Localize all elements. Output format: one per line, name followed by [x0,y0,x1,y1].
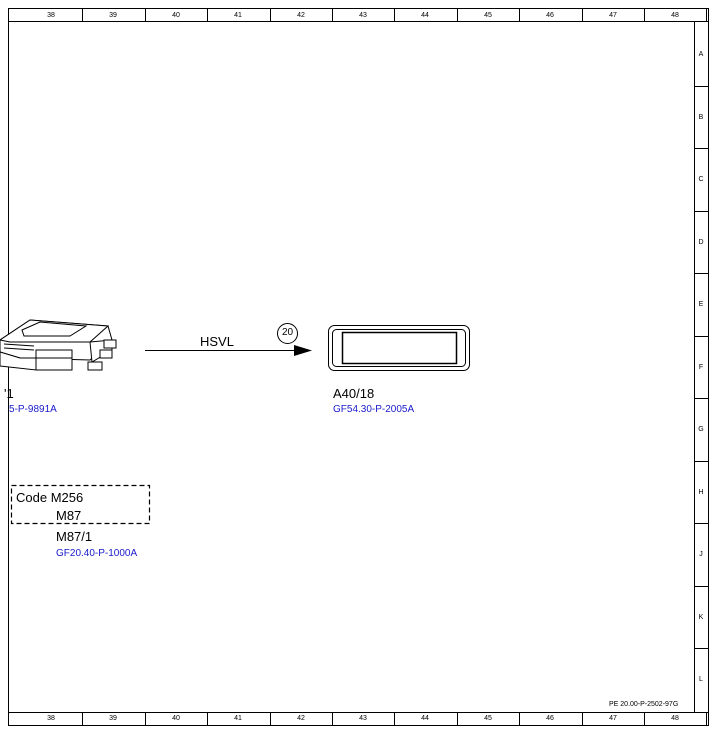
row-label: H [698,489,704,496]
row-label: A [698,51,704,58]
column-label: 48 [671,715,679,722]
column-label: 47 [609,715,617,722]
column-label: 46 [546,715,554,722]
drawing-number: PE 20.00-P-2502-97G [609,701,679,708]
column-label: 38 [47,12,55,19]
column-label: 38 [47,715,55,722]
row-label: B [698,114,704,121]
code-label: Code M256 [16,490,84,505]
row-label: E [698,301,704,308]
column-label: 43 [359,715,367,722]
row-label: F [698,364,704,371]
column-label: 44 [421,715,429,722]
column-label: 41 [234,715,242,722]
column-label: 48 [671,12,679,19]
motor-ref-link[interactable]: GF20.40-P-1000A [56,548,138,559]
column-label: 40 [172,12,180,19]
column-label: 45 [484,715,492,722]
right-component-name: A40/18 [333,386,375,401]
row-label: D [698,239,704,246]
row-label: L [699,676,703,683]
column-label: 40 [172,715,180,722]
left-component-ref-link[interactable]: 5-P-9891A [9,404,57,415]
column-ticks [82,9,707,725]
signal-line-hsvl[interactable] [145,345,312,356]
column-label: 42 [297,715,305,722]
motor-name: M87/1 [56,529,93,544]
code-option-box [10,484,151,525]
column-label: 39 [109,715,117,722]
right-component-ref-link[interactable]: GF54.30-P-2005A [333,404,415,415]
column-label: 39 [109,12,117,19]
row-label: J [699,551,703,558]
signal-marker-number: 20 [281,327,294,338]
row-label: G [698,426,704,433]
column-label: 44 [421,12,429,19]
row-ticks [695,86,709,649]
display-component-right[interactable] [328,325,470,371]
row-label: K [698,614,704,621]
code-inner-label: M87 [56,508,82,523]
column-label: 46 [546,12,554,19]
control-unit-left[interactable] [0,319,117,371]
left-component-name: '1 [4,386,14,401]
column-label: 41 [234,12,242,19]
column-label: 47 [609,12,617,19]
signal-label: HSVL [200,334,234,349]
column-label: 42 [297,12,305,19]
column-label: 45 [484,12,492,19]
column-label: 43 [359,12,367,19]
row-label: C [698,176,704,183]
signal-marker-circle [277,323,298,344]
